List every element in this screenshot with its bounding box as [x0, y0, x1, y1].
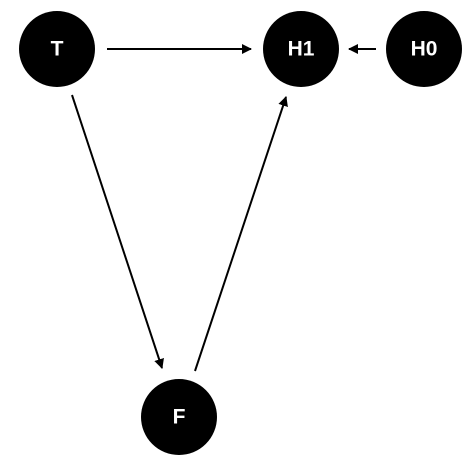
node-h1-circle — [263, 11, 339, 87]
node-h1: H1 — [263, 11, 339, 87]
node-h0-circle — [386, 11, 462, 87]
node-f-label: F — [173, 406, 186, 429]
node-t: T — [19, 11, 95, 87]
node-f: F — [141, 379, 217, 455]
node-f-circle — [141, 379, 217, 455]
edge-t-to-f — [71, 94, 164, 369]
node-h0-label: H0 — [411, 38, 438, 61]
node-t-circle — [19, 11, 95, 87]
node-h0: H0 — [386, 11, 462, 87]
edge-f-to-h1 — [194, 96, 288, 372]
node-h1-label: H1 — [288, 38, 315, 61]
node-t-label: T — [51, 38, 64, 61]
